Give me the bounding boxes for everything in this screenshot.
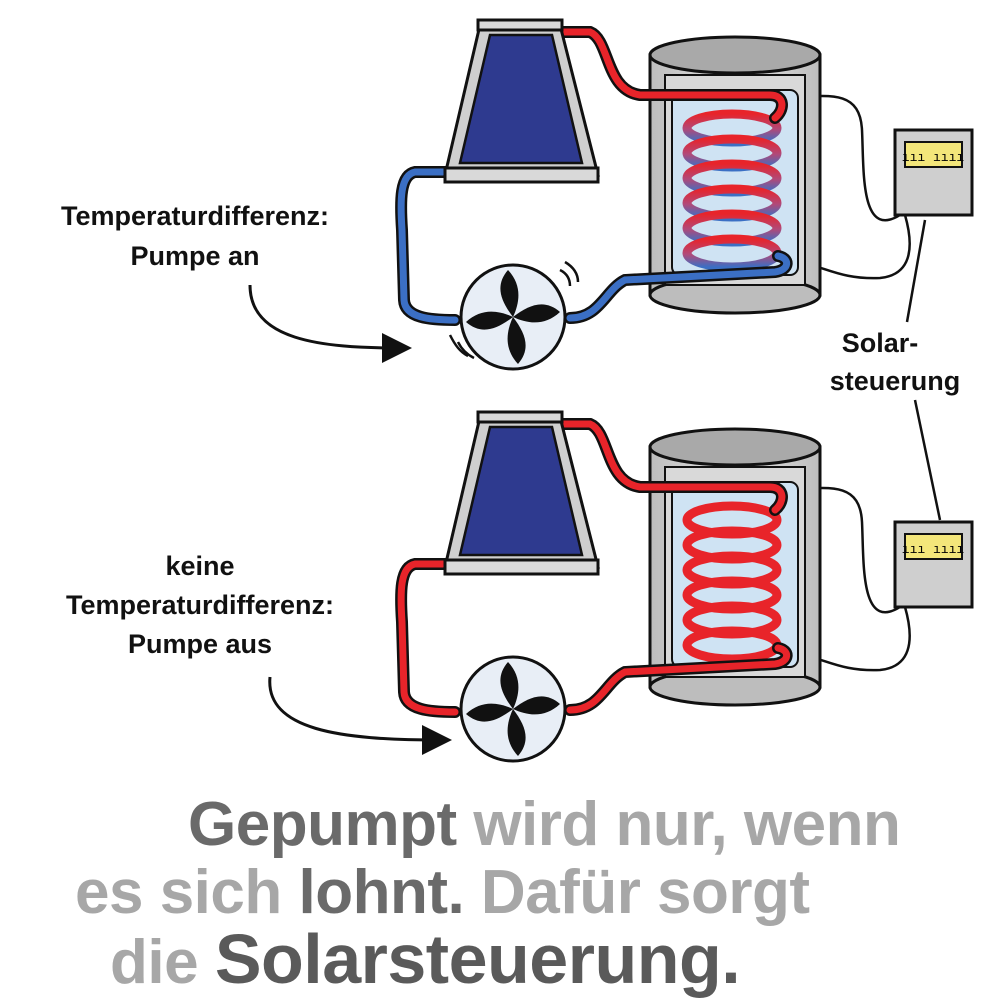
label-top-line1: Temperaturdifferenz:	[61, 201, 329, 231]
cold-pipe-top-left	[395, 166, 461, 326]
sensor-wire-top-upper	[789, 94, 901, 222]
controller-label-line1: Solar-	[842, 328, 919, 358]
sensor-wire-bottom-upper	[789, 486, 901, 614]
heat-exchanger-coil	[682, 109, 782, 272]
heat-exchanger-coil	[682, 501, 782, 664]
solar-controller-icon: ııı ıııı	[893, 520, 974, 609]
solar-controller-icon: ııı ıııı	[893, 128, 974, 217]
controller-pointer-top	[905, 219, 927, 323]
label-top-line2: Pumpe an	[130, 241, 259, 271]
label-bottom-line1: keine	[165, 551, 234, 581]
system-top: Temperaturdifferenz: Pumpe an	[61, 18, 911, 371]
pipe-bottom-left	[395, 558, 461, 718]
controller-label-line2: steuerung	[830, 366, 961, 396]
controller-display-top: ııı ıııı	[902, 150, 965, 165]
system-bottom: keine Temperaturdifferenz: Pumpe aus	[66, 410, 911, 763]
solar-collector-icon	[443, 18, 600, 184]
pump-fan-icon	[448, 260, 580, 371]
label-bottom-line3: Pumpe aus	[128, 629, 272, 659]
arrow-bottom	[268, 676, 452, 755]
label-bottom-line2: Temperaturdifferenz:	[66, 590, 334, 620]
pump-fan-icon	[459, 655, 567, 763]
controller-pointer-bottom	[913, 399, 942, 521]
arrow-top	[248, 284, 412, 363]
controller-display-bottom: ııı ıııı	[902, 542, 965, 557]
solar-collector-icon	[443, 410, 600, 576]
